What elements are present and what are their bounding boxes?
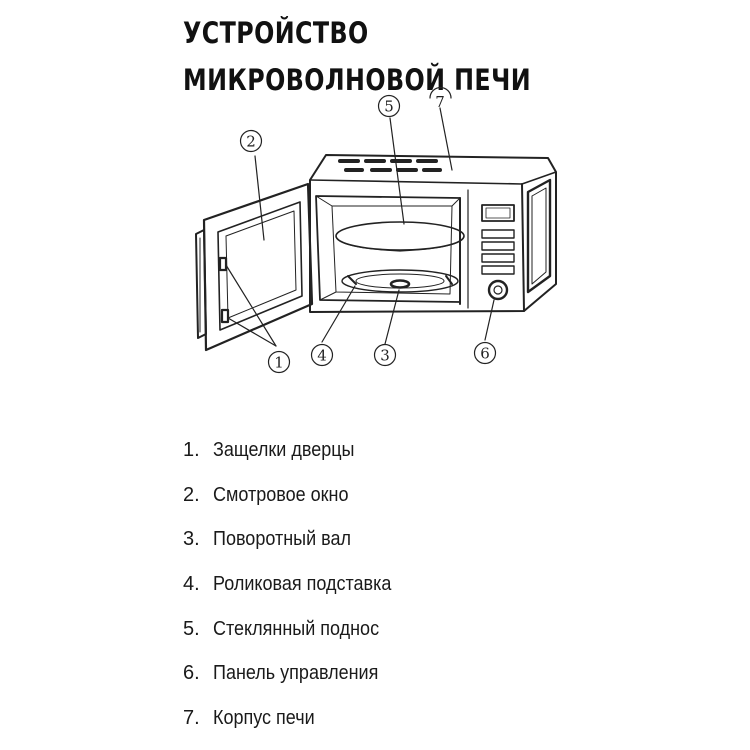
svg-text:6: 6	[480, 345, 490, 363]
roller-support	[341, 269, 459, 293]
svg-text:7: 7	[435, 93, 445, 111]
legend-number: 2.	[183, 483, 200, 506]
legend-item: 4. Роликовая подставка	[183, 562, 411, 607]
legend-number: 6.	[183, 662, 200, 685]
legend-number: 5.	[183, 617, 200, 640]
title-line-2: МИКРОВОЛНОВОЙ ПЕЧИ	[183, 63, 532, 97]
callout-7: 7	[429, 86, 452, 111]
oven-door	[195, 182, 314, 352]
svg-text:1: 1	[274, 354, 284, 372]
legend-label: Смотровое окно	[213, 483, 349, 506]
legend-label: Стеклянный поднос	[213, 617, 380, 640]
svg-text:5: 5	[384, 98, 394, 116]
callout-2: 2	[239, 129, 263, 153]
title-line-1: УСТРОЙСТВО	[183, 16, 369, 50]
legend-item: 1. Защелки дверцы	[183, 428, 411, 473]
control-panel	[459, 189, 515, 309]
svg-text:2: 2	[246, 133, 256, 151]
legend-label: Корпус печи	[213, 706, 315, 729]
legend-label: Поворотный вал	[213, 528, 352, 551]
legend-item: 7. Корпус печи	[183, 696, 411, 741]
svg-text:4: 4	[317, 347, 327, 365]
callout-6: 6	[473, 341, 497, 365]
callout-5: 5	[377, 94, 401, 118]
legend-label: Панель управления	[213, 662, 379, 685]
legend-label: Защелки дверцы	[213, 438, 355, 461]
callout-4: 4	[310, 343, 334, 367]
diagram-title: УСТРОЙСТВО МИКРОВОЛНОВОЙ ПЕЧИ	[183, 10, 531, 104]
callout-3: 3	[373, 343, 397, 367]
legend-number: 7.	[183, 706, 200, 729]
svg-text:3: 3	[380, 347, 390, 365]
oven-body	[309, 154, 557, 313]
parts-legend: 1. Защелки дверцы 2. Смотровое окно 3. Пово…	[183, 428, 411, 741]
legend-number: 3.	[183, 528, 200, 551]
legend-item: 2. Смотровое окно	[183, 473, 411, 518]
glass-tray	[335, 221, 465, 252]
leader-lines	[225, 107, 495, 347]
legend-item: 3. Поворотный вал	[183, 517, 411, 562]
legend-item: 6. Панель управления	[183, 651, 411, 696]
legend-number: 4.	[183, 572, 200, 595]
callout-1: 1	[267, 350, 291, 374]
legend-label: Роликовая подставка	[213, 572, 392, 595]
legend-number: 1.	[183, 438, 200, 461]
legend-item: 5. Стеклянный поднос	[183, 607, 411, 652]
